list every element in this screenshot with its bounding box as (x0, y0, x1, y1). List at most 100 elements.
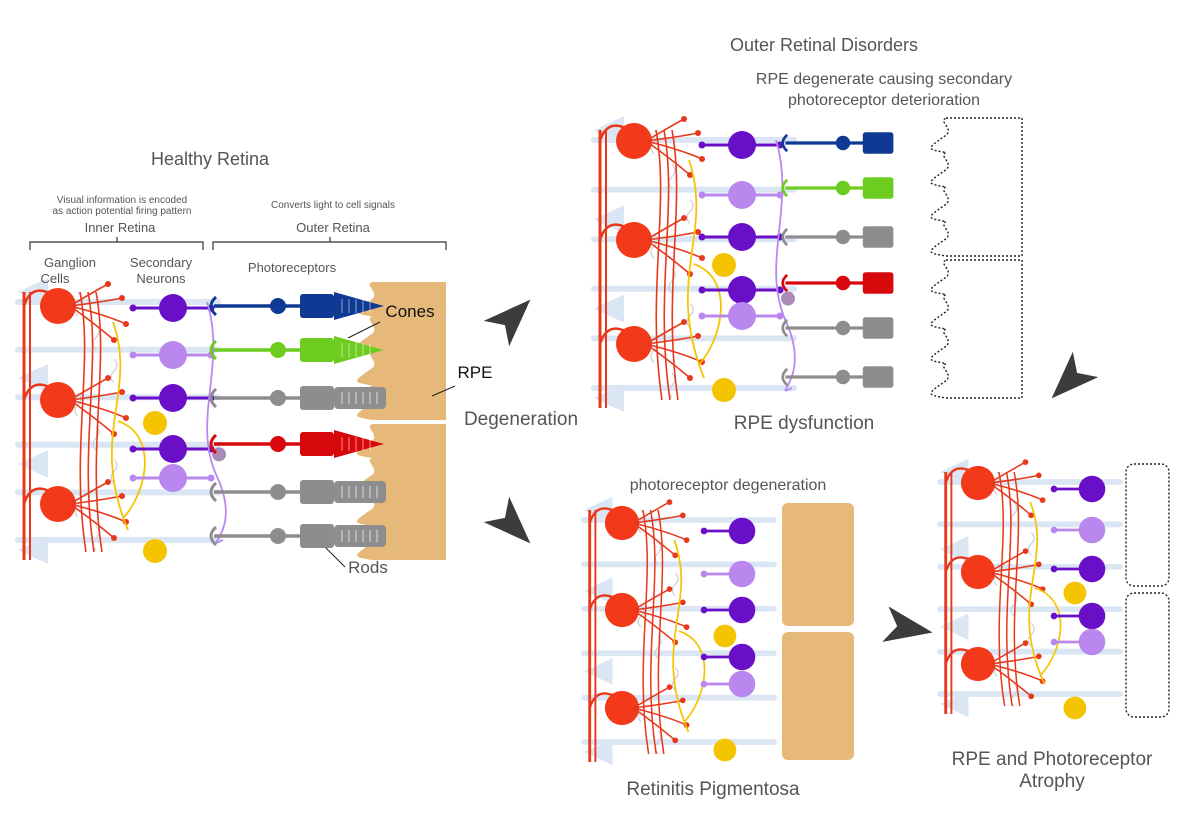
ganglion-dendrite (633, 609, 687, 628)
bipolar-cell (728, 223, 756, 251)
ganglion-dendrite (69, 377, 109, 401)
ganglion-dendrite (989, 663, 1043, 682)
rod-photoreceptor (209, 480, 386, 504)
ganglion-dendrite (633, 588, 670, 611)
inner-segment (300, 338, 334, 362)
muller-endfoot (18, 450, 48, 478)
bipolar-cell (159, 384, 187, 412)
inner-segment (862, 132, 894, 154)
amacrine-cell (1063, 696, 1087, 720)
horizontal-cell-process (775, 139, 796, 392)
dendrite-terminal (683, 624, 690, 630)
muller-endfoot (594, 294, 624, 323)
ganglion-cells-label: Ganglion Cells (41, 255, 96, 286)
arrow-up-right-icon (483, 299, 531, 347)
bipolar-cell (1078, 628, 1106, 656)
amacrine-cell (713, 738, 737, 762)
red-cone-photoreceptor (209, 430, 384, 458)
inner-note-line-2: as action potential firing pattern (53, 206, 192, 217)
muller-endfoot (584, 658, 613, 685)
rod-photoreceptor (209, 386, 386, 410)
muller-endfoot (940, 613, 969, 640)
dendrite-terminal (672, 552, 679, 559)
amacrine-cell (712, 253, 736, 277)
ganglion-dendrite (988, 571, 1032, 605)
inner-segment (300, 386, 334, 410)
dendrite-terminal (681, 319, 687, 325)
degeneration-label: Degeneration (464, 409, 578, 430)
muller-endfoot (940, 690, 969, 718)
glial-process (671, 667, 679, 691)
arrow-right-icon (882, 606, 933, 642)
amacrine-cell (143, 411, 167, 435)
bipolar-terminal (700, 680, 708, 688)
dendrite-terminal (1022, 459, 1029, 465)
dendrite-terminal (1022, 548, 1029, 554)
ganglion-dendrite (633, 707, 687, 726)
outer-note: Converts light to cell signals (271, 200, 395, 211)
bipolar-terminal (129, 351, 137, 359)
rod-outer-segment (334, 387, 386, 409)
ganglion-dendrite (69, 399, 127, 419)
ganglion-cell (40, 486, 76, 522)
dendrite-terminal (119, 295, 125, 301)
glial-process (654, 635, 662, 660)
rpe-block (782, 632, 854, 760)
bipolar-terminal (1050, 565, 1058, 573)
bipolar-cell (159, 464, 187, 492)
bipolar-cell (159, 294, 187, 322)
ganglion-dendrite (645, 239, 691, 275)
degenerated-rpe (930, 259, 1023, 399)
dendrite-terminal (681, 215, 687, 221)
ganglion-dendrite (632, 522, 676, 556)
axon-branch (79, 291, 87, 553)
ganglion-cell (960, 646, 996, 682)
amacrine-process (678, 630, 706, 724)
healthy-title: Healthy Retina (151, 149, 270, 169)
bipolar-terminal (700, 606, 708, 614)
bipolar-cell (1078, 555, 1106, 583)
dendrite-terminal (679, 599, 686, 606)
amacrine-cell (1063, 581, 1087, 605)
ganglion-dendrite (989, 474, 1039, 484)
bipolar-terminal (700, 570, 708, 578)
ganglion-cell (40, 288, 76, 324)
dendrite-terminal (111, 535, 117, 541)
synaptic-terminal (209, 339, 218, 361)
muller-endfoot (940, 536, 969, 563)
rpe-block (357, 282, 446, 420)
cones-label: Cones (385, 302, 434, 321)
ganglion-dendrite (69, 305, 115, 341)
ganglion-dendrite (632, 707, 676, 741)
bipolar-cell (728, 276, 756, 304)
axon-branch (95, 291, 103, 553)
ganglion-cell (616, 222, 652, 258)
bipolar-cell (728, 517, 756, 545)
inner-segment (862, 177, 894, 199)
bipolar-cell (159, 341, 187, 369)
outer-disorders-panel (591, 116, 1023, 412)
dendrite-terminal (123, 321, 129, 327)
dendrite-terminal (105, 375, 111, 381)
inner-segment (862, 226, 894, 248)
dendrite-terminal (687, 375, 693, 381)
ganglion-dendrite (645, 140, 691, 176)
inner-note-line-1: Visual information is encoded (57, 195, 187, 206)
ganglion-cell (604, 690, 640, 726)
subtitle-line-2: photoreceptor deterioration (788, 92, 980, 109)
rpe-dysfunction-caption: RPE dysfunction (734, 413, 874, 434)
synaptic-terminal (781, 133, 789, 153)
bipolar-terminal (1050, 485, 1058, 493)
dendrite-terminal (119, 493, 125, 499)
synaptic-terminal (209, 481, 218, 503)
inner-segment (300, 480, 334, 504)
bipolar-cell (728, 560, 756, 588)
bipolar-cell (728, 181, 756, 209)
bipolar-terminal (700, 527, 708, 535)
ganglion-cell (960, 465, 996, 501)
bipolar-terminal (1050, 638, 1058, 646)
ganglion-dendrite (645, 132, 699, 142)
ganglion-dendrite (989, 482, 1043, 501)
ganglion-dendrite (645, 217, 685, 241)
glial-process (1010, 501, 1018, 526)
